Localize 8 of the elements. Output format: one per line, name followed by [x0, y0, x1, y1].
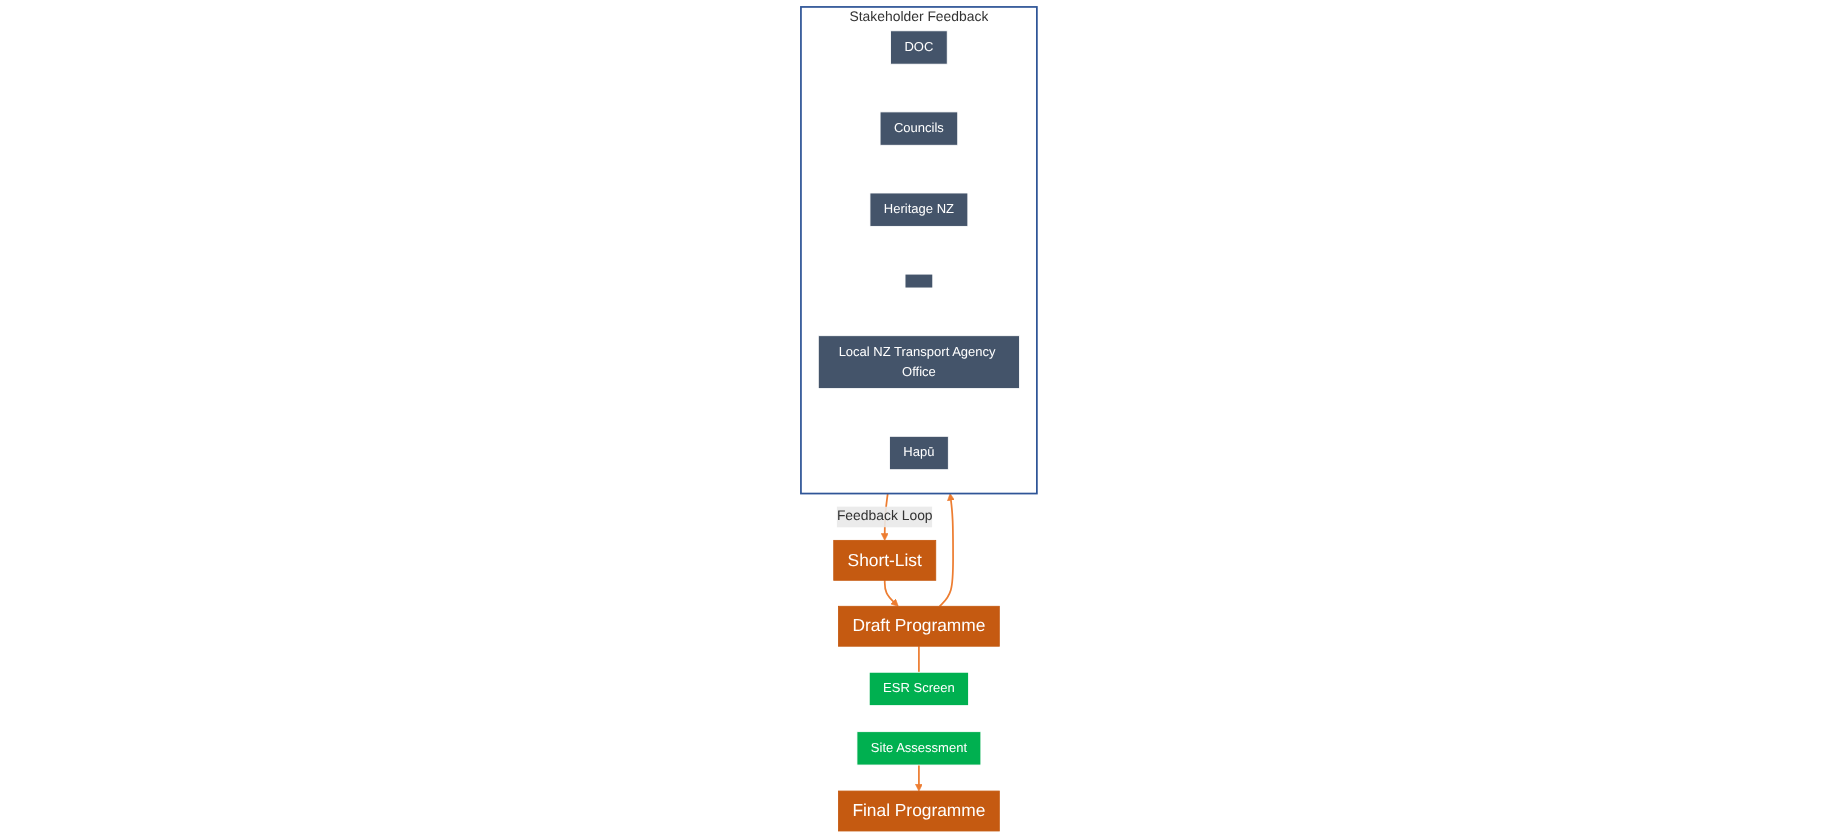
connector [918, 645, 920, 674]
arrow [915, 764, 923, 792]
arrow [938, 493, 955, 608]
node-box [904, 273, 934, 289]
arrow [883, 579, 899, 607]
node-box: Draft Programme [838, 605, 1000, 647]
node-box: Final Programme [838, 790, 1000, 832]
node-box: Short-List [833, 540, 937, 581]
